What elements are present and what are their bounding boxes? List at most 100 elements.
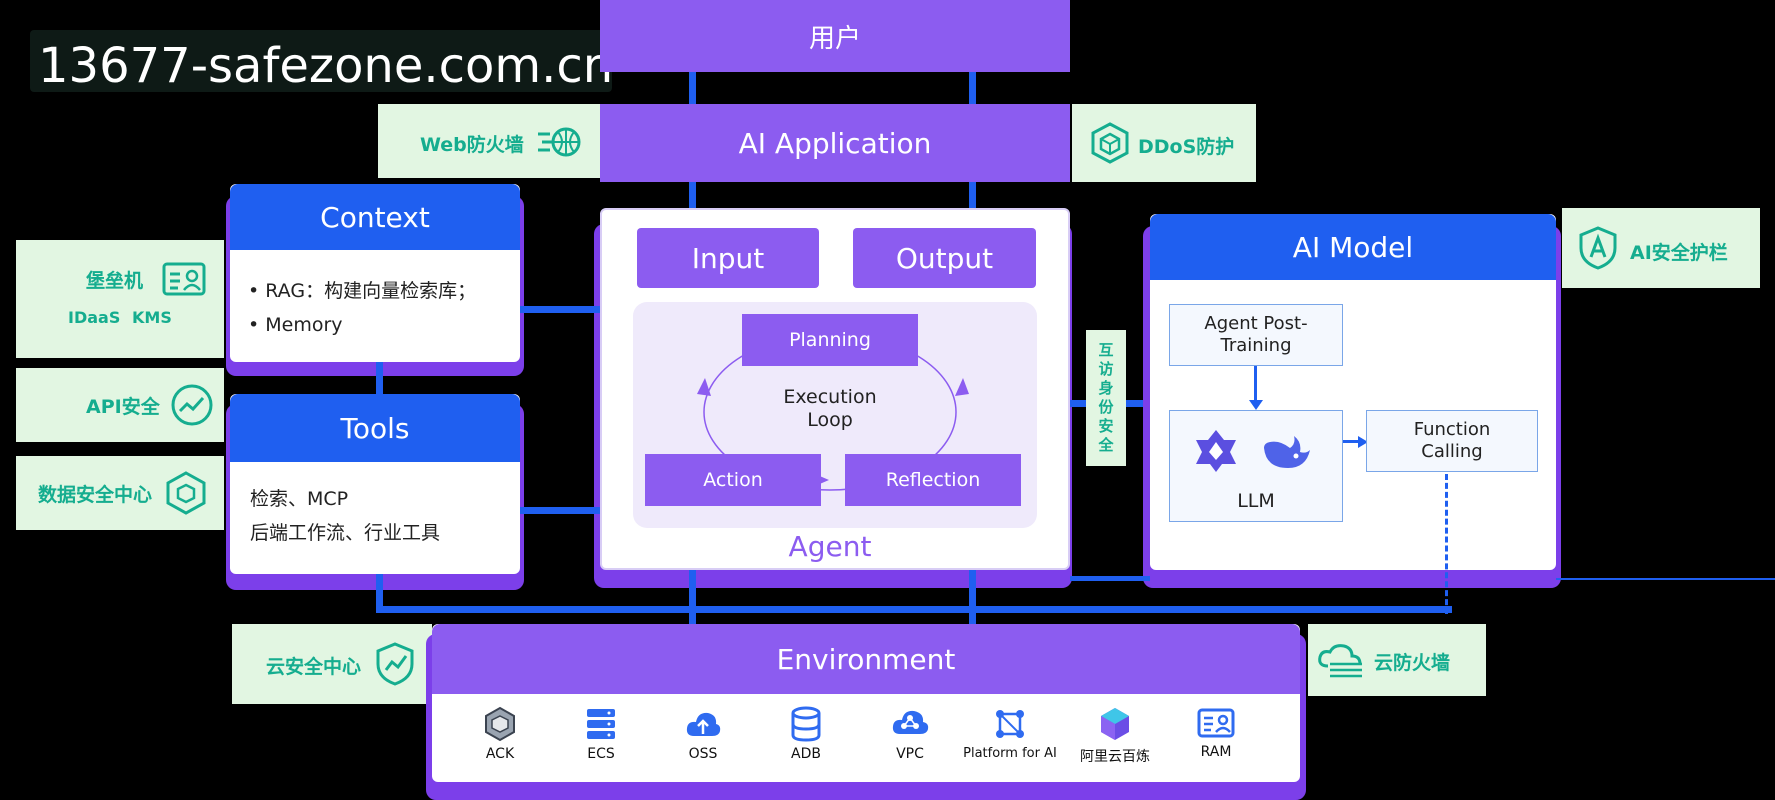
reflection-box: Reflection (845, 454, 1021, 506)
output-label: Output (895, 241, 994, 275)
tools-list: 检索、MCP 后端工作流、行业工具 (250, 482, 440, 550)
execution-loop-line1: Execution (783, 386, 877, 408)
vpc-network-icon (892, 710, 929, 734)
env-label: ECS (587, 746, 615, 762)
env-label: OSS (688, 746, 718, 762)
bastion-badge: 堡垒机 IDaaS KMS (16, 240, 224, 358)
mutual-auth-char: 份 (1098, 398, 1114, 416)
kms-label: KMS (132, 308, 172, 327)
cloud-firewall-label: 云防火墙 (1374, 652, 1451, 674)
connector-mutual-model (1126, 400, 1148, 407)
ai-application-box: AI Application (600, 104, 1070, 182)
post-training-box: Agent Post- Training (1169, 304, 1343, 366)
env-label: VPC (896, 746, 924, 762)
env-label: 阿里云百炼 (1080, 749, 1150, 765)
qwen-icon (1196, 430, 1236, 472)
connector-agent-mutual (1070, 400, 1086, 407)
mutual-auth-char: 互 (1098, 341, 1114, 359)
user-label: 用户 (808, 23, 861, 54)
ram-id-card-icon (1197, 708, 1235, 738)
agent-label: Agent (788, 530, 872, 563)
id-card-icon (162, 262, 206, 296)
cloud-security-center-badge: 云安全中心 (232, 624, 432, 704)
execution-loop-line2: Loop (807, 409, 853, 431)
connector-tools-agent (520, 507, 600, 514)
arrowhead-down (1249, 400, 1263, 410)
connector-function-env-dashed (1445, 474, 1448, 614)
context-header: Context (230, 184, 520, 250)
connector-llm-function (1343, 440, 1363, 443)
pulse-circle-icon (171, 384, 213, 426)
action-label: Action (703, 469, 763, 491)
guardrail-shield-icon (1579, 226, 1617, 270)
planning-label: Planning (789, 329, 871, 351)
ai-guardrail-label: AI安全护栏 (1630, 242, 1728, 264)
ai-guardrail-badge: AI安全护栏 (1562, 208, 1760, 288)
context-list: • RAG：构建向量检索库； • Memory (248, 274, 476, 342)
llm-label: LLM (1237, 490, 1275, 512)
cloud-security-center-label: 云安全中心 (266, 656, 362, 678)
connector-model-line-right (1556, 578, 1775, 580)
watermark (30, 30, 612, 92)
cloud-firewall-badge: 云防火墙 (1308, 624, 1486, 696)
tools-item: 检索、MCP (250, 488, 349, 510)
post-training-line1: Agent Post- (1204, 313, 1308, 334)
function-calling-box: Function Calling (1366, 410, 1538, 472)
execution-loop-text: Execution Loop (760, 384, 900, 434)
llm-box (1169, 410, 1343, 522)
connector-context-agent (520, 306, 600, 313)
waf-label: Web防火墙 (420, 134, 524, 156)
post-training-line2: Training (1220, 335, 1292, 356)
data-security-badge: 数据安全中心 (16, 456, 224, 530)
connector-model-bus (1070, 576, 1150, 581)
connector-user-app-right (969, 72, 976, 104)
env-item-oss: OSS (663, 706, 743, 762)
connector-tools-bottom (376, 574, 383, 612)
output-box: Output (853, 228, 1036, 288)
connector-agent-env-left (689, 570, 696, 626)
env-item-bailian: 阿里云百炼 (1070, 706, 1160, 766)
connector-agent-env-right (969, 570, 976, 626)
mutual-auth-char: 访 (1098, 360, 1114, 378)
cube-shield-icon (1091, 122, 1129, 164)
database-icon (791, 706, 821, 742)
ddos-badge: DDoS防护 (1072, 104, 1256, 182)
mutual-auth-char: 安 (1098, 417, 1114, 435)
data-shield-icon (166, 471, 206, 515)
user-box: 用户 (600, 0, 1070, 72)
env-item-ack: ACK (460, 706, 540, 762)
env-label: RAM (1200, 744, 1232, 760)
mutual-auth-badge: 互 访 身 份 安 全 (1086, 330, 1126, 466)
connector-post-training-llm (1254, 366, 1257, 404)
env-item-ecs: ECS (561, 706, 641, 762)
waf-badge: Web防火墙 (378, 104, 600, 178)
ai-model-title: AI Model (1292, 230, 1414, 264)
api-security-label: API安全 (86, 396, 160, 418)
cloud-firewall-icon (1318, 644, 1362, 678)
firewall-icon (538, 127, 581, 157)
arrowhead-right (1358, 436, 1368, 448)
idaas-label: IDaaS (68, 308, 121, 327)
planning-box: Planning (742, 314, 918, 366)
context-item: • RAG：构建向量检索库； (248, 280, 477, 302)
bus-left (376, 606, 1452, 613)
context-item-rag: RAG：构建向量检索库； (265, 280, 477, 302)
context-title: Context (320, 200, 430, 234)
action-box: Action (645, 454, 821, 506)
input-label: Input (691, 241, 765, 275)
mutual-auth-char: 全 (1098, 436, 1114, 454)
tools-title: Tools (340, 411, 410, 445)
connector-app-agent-left (689, 182, 696, 230)
deepseek-whale-icon (1264, 436, 1310, 468)
tools-item: 后端工作流、行业工具 (250, 522, 441, 544)
tools-header: Tools (230, 394, 520, 462)
env-item-ram: RAM (1176, 706, 1256, 760)
oss-cloud-icon (686, 712, 721, 736)
context-item-memory: Memory (265, 314, 343, 336)
context-item: • Memory (248, 314, 343, 336)
reflection-label: Reflection (885, 469, 981, 491)
watermark-text: 13677-safezone.com.cn (38, 38, 614, 94)
bastion-label: 堡垒机 (86, 270, 144, 292)
env-item-adb: ADB (766, 706, 846, 762)
environment-title: Environment (776, 642, 956, 676)
